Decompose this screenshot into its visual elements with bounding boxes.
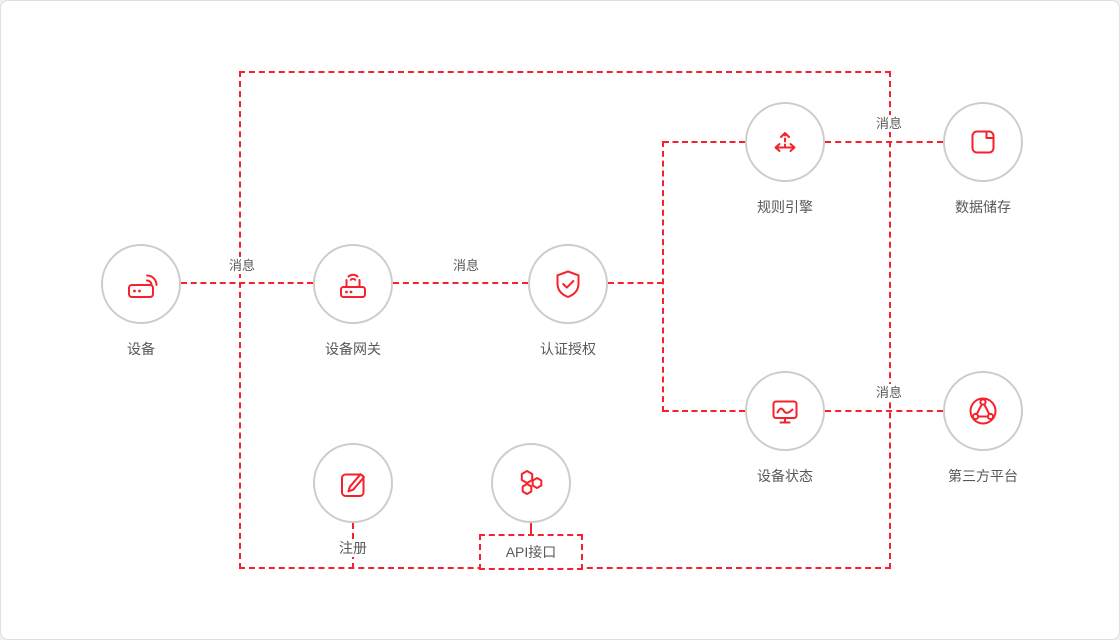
edge-gateway-auth bbox=[393, 282, 528, 284]
edge-label-message-2: 消息 bbox=[448, 257, 484, 274]
node-third-party: 第三方平台 bbox=[943, 371, 1023, 485]
gateway-circle bbox=[313, 244, 393, 324]
node-register-label: 注册 bbox=[336, 539, 370, 557]
node-rule-engine-label: 规则引擎 bbox=[754, 198, 816, 216]
edge-device-gateway bbox=[181, 282, 313, 284]
edge-api-icon-box bbox=[530, 523, 532, 535]
node-auth: 认证授权 bbox=[528, 244, 608, 358]
data-storage-circle bbox=[943, 102, 1023, 182]
device-circle bbox=[101, 244, 181, 324]
node-data-storage-label: 数据储存 bbox=[952, 198, 1014, 216]
edge-branch-device-status bbox=[663, 410, 745, 412]
device-status-circle bbox=[745, 371, 825, 451]
edge-status-third-party bbox=[825, 410, 943, 412]
route-arrows-icon bbox=[774, 132, 796, 152]
rule-engine-circle bbox=[745, 102, 825, 182]
edge-auth-branch bbox=[608, 282, 663, 284]
monitor-wave-icon bbox=[772, 400, 798, 424]
edge-branch-vertical bbox=[662, 141, 664, 412]
edge-label-message-1: 消息 bbox=[224, 257, 260, 274]
gateway-icon bbox=[340, 273, 366, 298]
node-data-storage: 数据储存 bbox=[943, 102, 1023, 216]
edge-rule-engine-storage bbox=[825, 141, 943, 143]
node-third-party-label: 第三方平台 bbox=[945, 467, 1021, 485]
node-rule-engine: 规则引擎 bbox=[745, 102, 825, 216]
node-gateway: 设备网关 bbox=[313, 244, 393, 358]
node-device-status-label: 设备状态 bbox=[754, 467, 816, 485]
third-party-circle bbox=[943, 371, 1023, 451]
register-circle bbox=[313, 443, 393, 523]
device-icon bbox=[128, 274, 158, 298]
edge-branch-rule-engine bbox=[663, 141, 745, 143]
api-circle bbox=[491, 443, 571, 523]
node-register: 注册 bbox=[313, 443, 393, 557]
auth-circle bbox=[528, 244, 608, 324]
edit-pencil-icon bbox=[341, 473, 365, 497]
api-interface-box: API接口 bbox=[479, 534, 583, 570]
node-api bbox=[491, 443, 571, 523]
node-device-status: 设备状态 bbox=[745, 371, 825, 485]
hexagons-icon bbox=[520, 470, 543, 495]
edge-label-message-3: 消息 bbox=[871, 115, 907, 132]
node-auth-label: 认证授权 bbox=[537, 340, 599, 358]
shield-check-icon bbox=[556, 270, 580, 298]
edge-label-message-4: 消息 bbox=[871, 384, 907, 401]
storage-icon bbox=[971, 130, 995, 154]
node-gateway-label: 设备网关 bbox=[322, 340, 384, 358]
network-nodes-icon bbox=[969, 397, 997, 425]
node-device: 设备 bbox=[101, 244, 181, 358]
node-device-label: 设备 bbox=[124, 340, 158, 358]
